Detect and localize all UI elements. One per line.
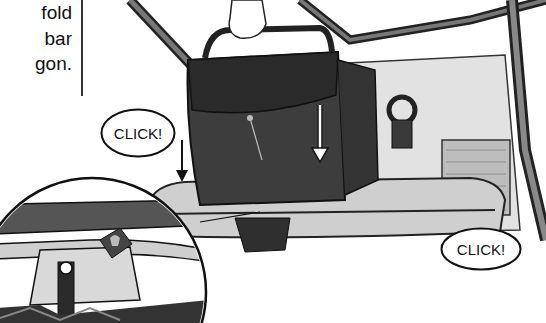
instruction-text: gon. xyxy=(35,53,72,75)
click-bubble: CLICK! xyxy=(100,108,176,158)
bubble-text: CLICK! xyxy=(457,241,505,258)
bubble-text: CLICK! xyxy=(114,125,162,142)
click-bubble: CLICK! xyxy=(440,227,522,271)
instruction-text: bar xyxy=(45,28,72,50)
instruction-text: fold xyxy=(41,2,72,24)
